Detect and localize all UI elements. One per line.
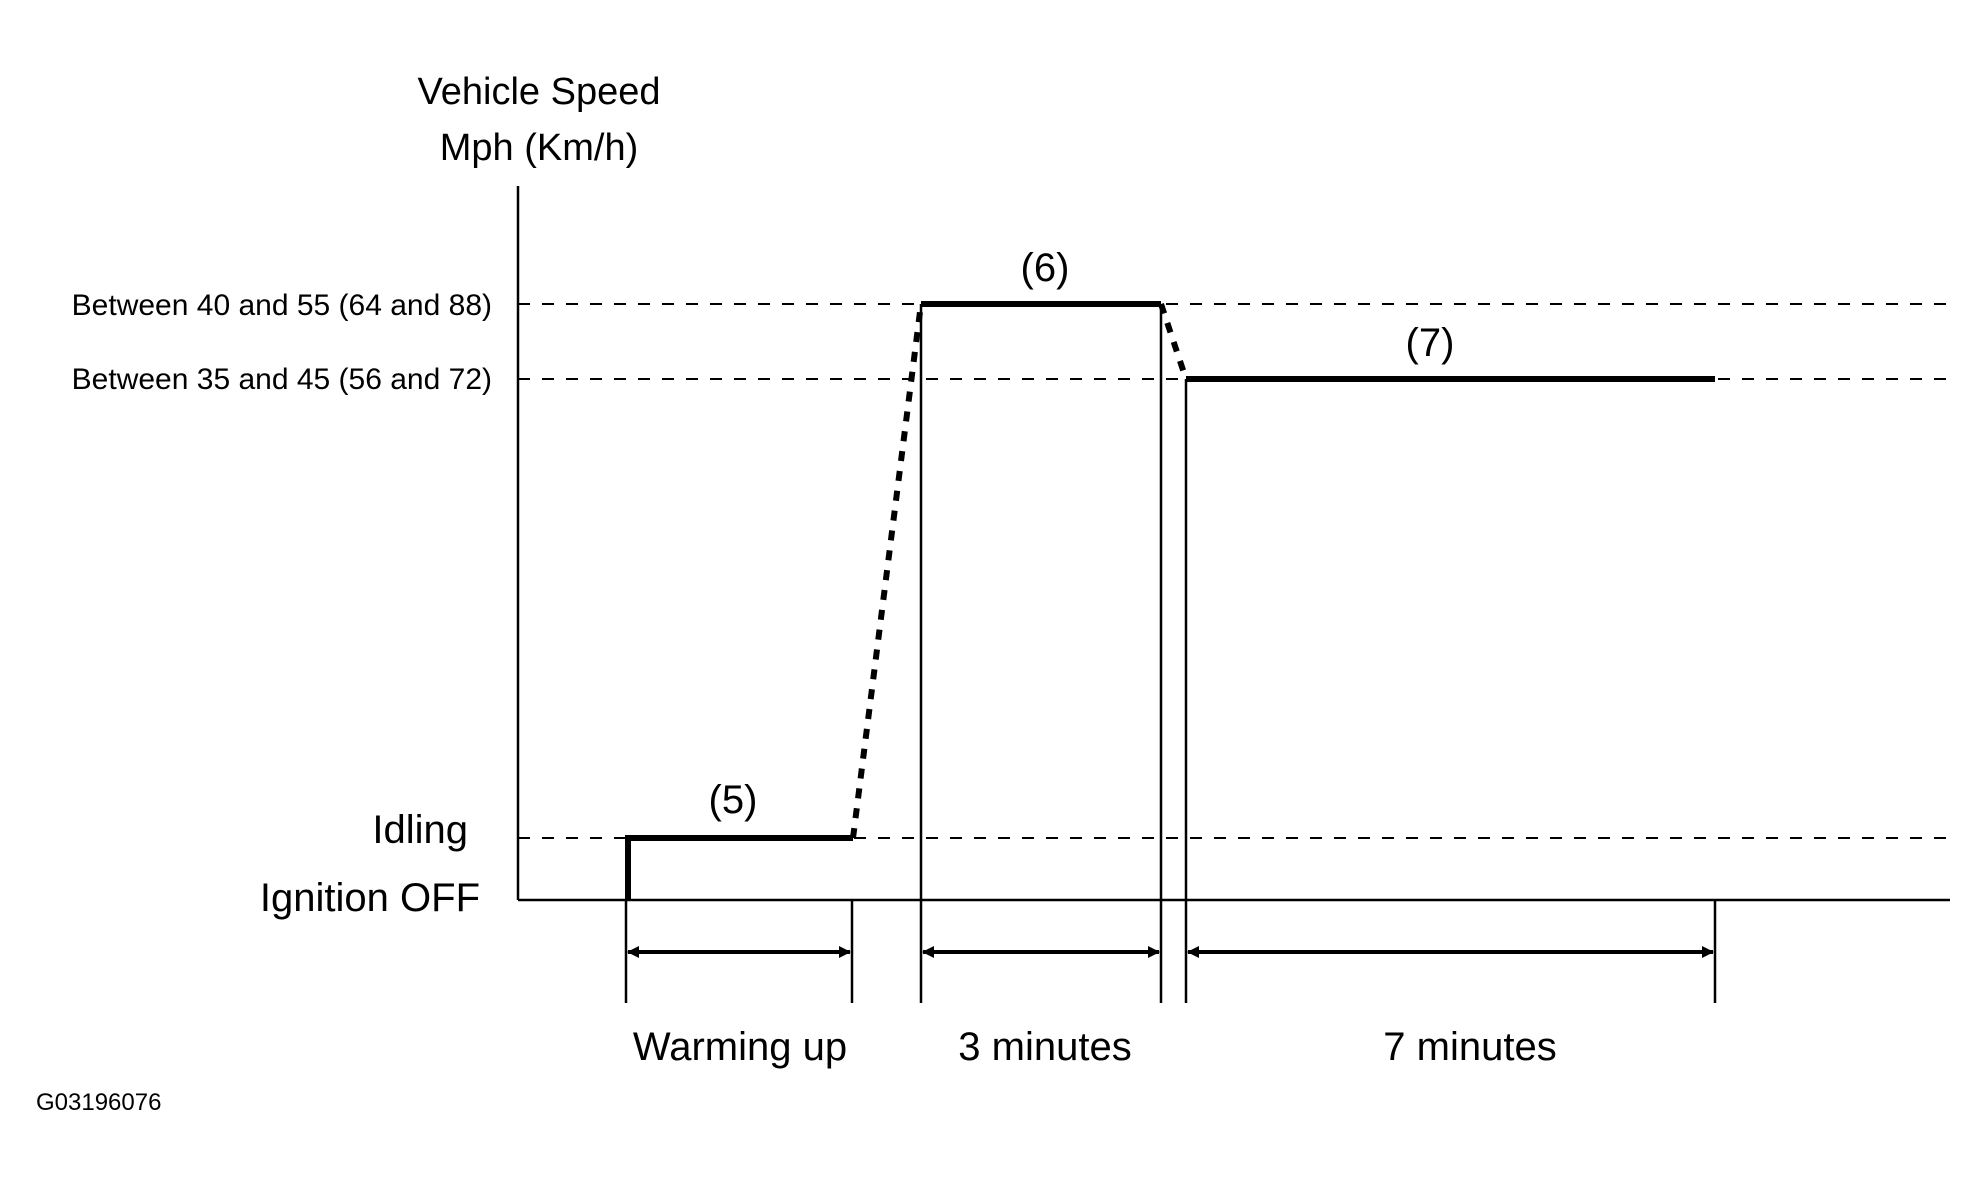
level-label-idling: Idling [372, 808, 468, 852]
level-label-mid: Between 35 and 45 (56 and 72) [72, 363, 492, 396]
trace-decelerate-dotted [1158, 303, 1189, 380]
trace-warming [625, 835, 853, 900]
duration-label-3min: 3 minutes [958, 1025, 1131, 1069]
y-axis-title-line1: Vehicle Speed [418, 71, 661, 113]
level-label-ignition-off: Ignition OFF [260, 876, 480, 920]
duration-label-7min: 7 minutes [1383, 1025, 1556, 1069]
step-label-6: (6) [1021, 246, 1070, 290]
y-axis-title-line2: Mph (Km/h) [440, 127, 638, 169]
level-label-high: Between 40 and 55 (64 and 88) [72, 289, 492, 322]
step-label-5: (5) [709, 778, 758, 822]
duration-label-warming: Warming up [633, 1025, 847, 1069]
step-label-7: (7) [1406, 321, 1455, 365]
figure-id: G03196076 [36, 1089, 161, 1116]
trace-accelerate-dotted [850, 303, 924, 839]
